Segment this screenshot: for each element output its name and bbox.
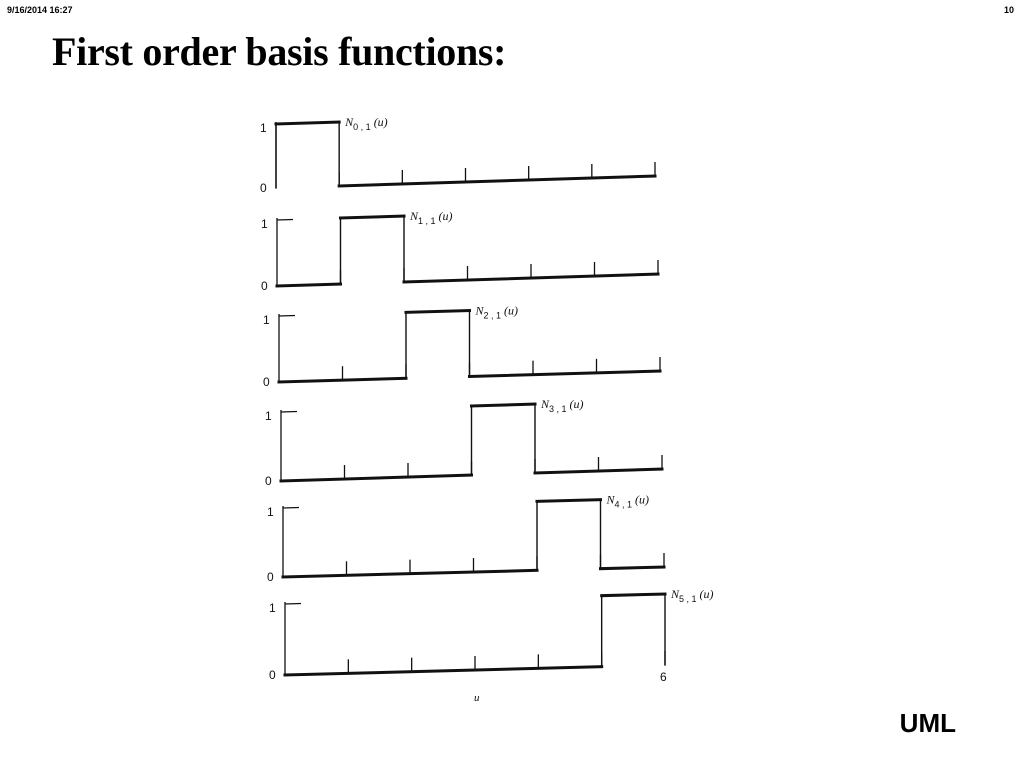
- y-tick-label-0: 0: [269, 668, 276, 682]
- basis-function-segment: [277, 376, 408, 384]
- y-tick-label-1: 1: [267, 505, 274, 519]
- slide-number: 10: [1003, 5, 1014, 15]
- basis-function-segment: [281, 568, 539, 579]
- slide-title: First order basis functions:: [52, 29, 507, 74]
- function-label: N1 , 1(u): [409, 209, 453, 226]
- y-one-marker: [282, 506, 300, 509]
- y-one-marker: [276, 218, 294, 221]
- x-end-label: 6: [660, 670, 667, 684]
- basis-function-segment: [600, 592, 667, 598]
- function-label: N0 , 1(u): [344, 115, 388, 132]
- y-tick-label-1: 1: [261, 217, 268, 231]
- basis-function-segment: [337, 174, 657, 188]
- y-tick-label-1: 1: [269, 601, 276, 615]
- slide-date: 9/16/2014 16:27: [7, 5, 73, 15]
- function-label: N3 , 1(u): [540, 397, 584, 414]
- y-one-marker: [280, 410, 298, 413]
- basis-function-segment: [598, 565, 666, 571]
- basis-function-segment: [533, 467, 664, 475]
- basis-function-segment: [467, 369, 662, 379]
- basis-function-segment: [535, 498, 603, 503]
- y-tick-label-0: 0: [267, 570, 274, 584]
- basis-function-segment: [283, 665, 604, 677]
- basis-function-segment: [279, 473, 474, 483]
- y-one-marker: [278, 314, 296, 317]
- function-label: N5 , 1(u): [670, 587, 714, 604]
- footer-logo: UML: [899, 708, 956, 738]
- basis-function-segment: [402, 272, 660, 284]
- basis-function-segment: [469, 402, 537, 408]
- y-tick-label-1: 1: [263, 313, 270, 327]
- basis-function-segment: [274, 120, 341, 126]
- basis-function-segment: [338, 214, 406, 220]
- basis-function-segment: [404, 308, 472, 314]
- y-tick-label-0: 0: [263, 375, 270, 389]
- function-label: N2 , 1(u): [475, 304, 519, 321]
- y-tick-label-0: 0: [265, 474, 272, 488]
- y-tick-label-1: 1: [265, 409, 272, 423]
- x-axis-label: u: [474, 692, 480, 704]
- y-one-marker: [284, 602, 302, 605]
- function-label: N4 , 1(u): [606, 493, 650, 510]
- y-tick-label-0: 0: [261, 279, 268, 293]
- y-tick-label-1: 1: [260, 121, 267, 135]
- basis-function-segment: [275, 282, 343, 288]
- y-tick-label-0: 0: [260, 181, 267, 195]
